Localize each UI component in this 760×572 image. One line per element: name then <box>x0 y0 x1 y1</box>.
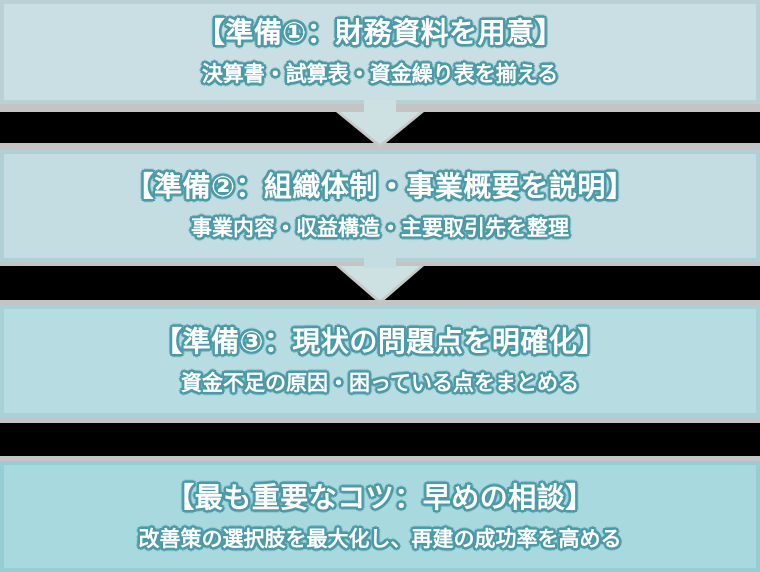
step-box-4-key-tip: 【最も重要なコツ：早めの相談】 改善策の選択肢を最大化し、再建の成功率を高める <box>0 461 760 572</box>
divider-strip <box>0 417 760 423</box>
step-box-2: 【準備②：組織体制・事業概要を説明】 事業内容・収益構造・主要取引先を整理 <box>0 150 760 262</box>
down-arrow-icon <box>336 100 424 148</box>
down-arrow-icon <box>336 256 424 304</box>
step-1-subtitle: 決算書・試算表・資金繰り表を揃える <box>201 62 559 86</box>
step-2-subtitle: 事業内容・収益構造・主要取引先を整理 <box>191 216 569 240</box>
divider-strip <box>0 456 760 461</box>
step-1-title: 【準備①：財務資料を用意】 <box>196 16 564 49</box>
divider-band <box>0 423 760 456</box>
step-3-subtitle: 資金不足の原因・困っている点をまとめる <box>181 371 579 395</box>
step-box-3: 【準備③：現状の問題点を明確化】 資金不足の原因・困っている点をまとめる <box>0 305 760 417</box>
step-3-title: 【準備③：現状の問題点を明確化】 <box>154 325 606 358</box>
step-4-subtitle: 改善策の選択肢を最大化し、再建の成功率を高める <box>138 526 622 551</box>
step-box-1: 【準備①：財務資料を用意】 決算書・試算表・資金繰り表を揃える <box>0 0 760 104</box>
step-2-title: 【準備②：組織体制・事業概要を説明】 <box>125 170 635 203</box>
step-4-title: 【最も重要なコツ：早めの相談】 <box>166 480 594 514</box>
